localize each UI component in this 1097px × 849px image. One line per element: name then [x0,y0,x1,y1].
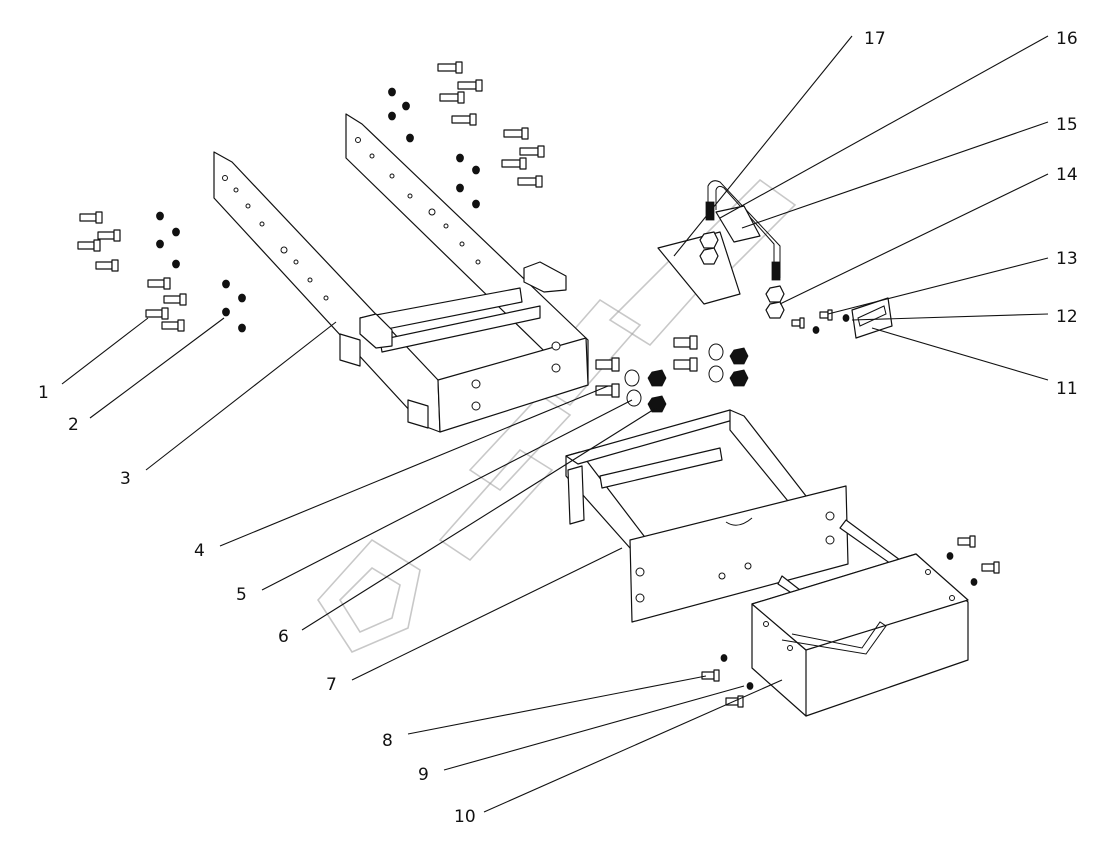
mounting-plate [791,297,893,339]
callout-labels: 1 2 3 4 5 6 7 8 9 10 11 12 13 14 15 16 1… [38,29,1078,827]
callout-17: 17 [864,29,886,49]
callout-3: 3 [120,469,131,489]
callout-5: 5 [236,585,247,605]
callout-16: 16 [1056,29,1078,49]
callout-8: 8 [382,731,393,751]
callout-4: 4 [194,541,205,561]
center-fasteners [595,335,749,413]
callout-13: 13 [1056,249,1078,269]
callout-1: 1 [38,383,49,403]
bolt-group-upper [388,61,545,209]
callout-7: 7 [326,675,337,695]
bottom-tray [701,535,1000,717]
middle-box-assembly [565,409,901,623]
callout-10: 10 [454,807,476,827]
callout-2: 2 [68,415,79,435]
callout-11: 11 [1056,379,1078,399]
callout-15: 15 [1056,115,1078,135]
frame-rail-assembly [213,113,589,433]
leader-lines [61,35,1049,813]
bolt-group-left [77,211,246,333]
callout-9: 9 [418,765,429,785]
callout-6: 6 [278,627,289,647]
callout-12: 12 [1056,307,1078,327]
callout-14: 14 [1056,165,1078,185]
u-bolt-clamp-set [657,180,785,319]
